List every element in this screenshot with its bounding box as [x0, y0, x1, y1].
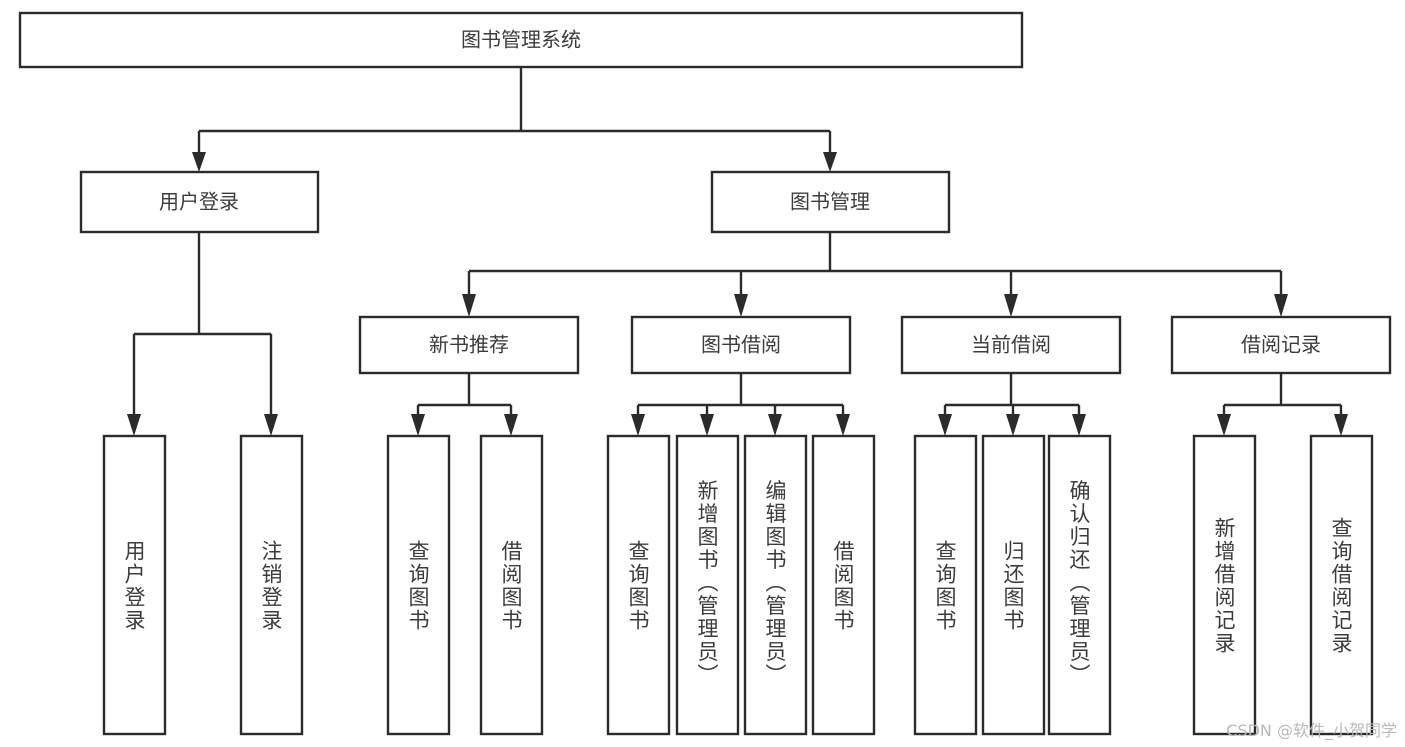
node-current-borrow[interactable]: 当前借阅 [900, 315, 1122, 375]
leaf-query-book-new-box[interactable] [386, 434, 451, 736]
leaf-confirm-return-label: 确认归还（管理员） [1067, 480, 1091, 687]
node-new-book-recommend-label: 新书推荐 [429, 333, 509, 357]
leaf-logout[interactable]: 注销登录 [239, 434, 304, 736]
arrow-leaf-query-book-3 [938, 414, 952, 436]
arrow-leaf-query-book-1 [411, 414, 425, 436]
arrow-leaf-return-book [1006, 414, 1020, 436]
node-root-system[interactable]: 图书管理系统 [18, 11, 1024, 69]
node-book-borrow[interactable]: 图书借阅 [630, 315, 852, 375]
leaf-edit-book-box[interactable] [743, 434, 808, 736]
connector-layer [127, 67, 1348, 436]
leaf-query-book-new-label: 查询图书 [406, 540, 430, 632]
node-user-login-label: 用户登录 [159, 190, 239, 214]
arrow-leaf-user-login [127, 414, 141, 436]
leaf-borrow-book-new-label: 借阅图书 [499, 540, 523, 632]
leaf-borrow-book-borrow[interactable]: 借阅图书 [811, 434, 876, 736]
arrow-leaf-add-book [700, 414, 714, 436]
node-borrow-record[interactable]: 借阅记录 [1170, 315, 1392, 375]
leaf-query-borrow-record-label: 查询借阅记录 [1329, 517, 1353, 655]
csdn-watermark: CSDN @软件_小贺同学 [1226, 721, 1397, 740]
leaf-add-borrow-record-box[interactable] [1192, 434, 1257, 736]
arrow-leaf-logout [264, 414, 278, 436]
arrow-to-borrow-record [1274, 294, 1288, 317]
leaf-logout-box[interactable] [239, 434, 304, 736]
arrow-to-book-mgmt [823, 152, 837, 172]
leaf-add-borrow-record-label: 新增借阅记录 [1212, 517, 1236, 655]
node-book-management-label: 图书管理 [790, 190, 870, 214]
leaf-query-book-borrow-label: 查询图书 [626, 540, 650, 632]
leaf-return-book-label: 归还图书 [1001, 540, 1025, 632]
leaf-query-book-current[interactable]: 查询图书 [913, 434, 978, 736]
leaf-user-login-label: 用户登录 [122, 540, 146, 632]
arrow-leaf-edit-book [768, 414, 782, 436]
leaf-user-login[interactable]: 用户登录 [102, 434, 167, 736]
leaf-return-book-box[interactable] [981, 434, 1046, 736]
arrow-to-current-borrow [1004, 294, 1018, 317]
leaf-add-book[interactable]: 新增图书（管理员） [675, 434, 740, 736]
arrow-leaf-query-book-2 [631, 414, 645, 436]
leaf-edit-book-label: 编辑图书（管理员） [763, 480, 787, 687]
leaf-confirm-return[interactable]: 确认归还（管理员） [1047, 434, 1112, 736]
leaf-query-borrow-record[interactable]: 查询借阅记录 [1309, 434, 1374, 736]
leaf-query-borrow-record-box[interactable] [1309, 434, 1374, 736]
node-borrow-record-label: 借阅记录 [1241, 333, 1321, 357]
leaf-borrow-book-new-box[interactable] [479, 434, 544, 736]
arrow-leaf-add-record [1217, 414, 1231, 436]
node-book-borrow-box[interactable] [630, 315, 852, 375]
leaf-add-book-label: 新增图书（管理员） [695, 480, 719, 687]
arrow-leaf-borrow-book-1 [504, 414, 518, 436]
node-root-system-box[interactable] [18, 11, 1024, 69]
leaf-confirm-return-box[interactable] [1047, 434, 1112, 736]
leaf-user-login-box[interactable] [102, 434, 167, 736]
leaf-borrow-book-borrow-label: 借阅图书 [831, 540, 855, 632]
node-current-borrow-label: 当前借阅 [971, 333, 1051, 357]
node-root-system-label: 图书管理系统 [461, 28, 581, 52]
arrow-to-book-borrow [734, 294, 748, 317]
leaf-query-book-current-box[interactable] [913, 434, 978, 736]
leaf-edit-book[interactable]: 编辑图书（管理员） [743, 434, 808, 736]
leaf-return-book[interactable]: 归还图书 [981, 434, 1046, 736]
leaf-query-book-borrow[interactable]: 查询图书 [606, 434, 671, 736]
node-book-management[interactable]: 图书管理 [710, 170, 951, 234]
leaf-borrow-book-new[interactable]: 借阅图书 [479, 434, 544, 736]
leaf-logout-label: 注销登录 [259, 540, 283, 632]
leaf-borrow-book-borrow-box[interactable] [811, 434, 876, 736]
node-user-login[interactable]: 用户登录 [79, 170, 320, 234]
arrow-to-new-book [462, 294, 476, 317]
node-book-borrow-label: 图书借阅 [701, 333, 781, 357]
arrow-leaf-confirm-return [1072, 414, 1086, 436]
leaf-add-book-box[interactable] [675, 434, 740, 736]
leaf-query-book-current-label: 查询图书 [933, 540, 957, 632]
arrow-leaf-borrow-book-2 [836, 414, 850, 436]
arrow-to-user-login [192, 152, 206, 172]
leaf-query-book-new[interactable]: 查询图书 [386, 434, 451, 736]
node-new-book-recommend[interactable]: 新书推荐 [358, 315, 580, 375]
node-borrow-record-box[interactable] [1170, 315, 1392, 375]
leaf-add-borrow-record[interactable]: 新增借阅记录 [1192, 434, 1257, 736]
leaf-query-book-borrow-box[interactable] [606, 434, 671, 736]
node-new-book-recommend-box[interactable] [358, 315, 580, 375]
node-book-management-box[interactable] [710, 170, 951, 234]
node-current-borrow-box[interactable] [900, 315, 1122, 375]
node-user-login-box[interactable] [79, 170, 320, 234]
arrow-leaf-query-record [1334, 414, 1348, 436]
